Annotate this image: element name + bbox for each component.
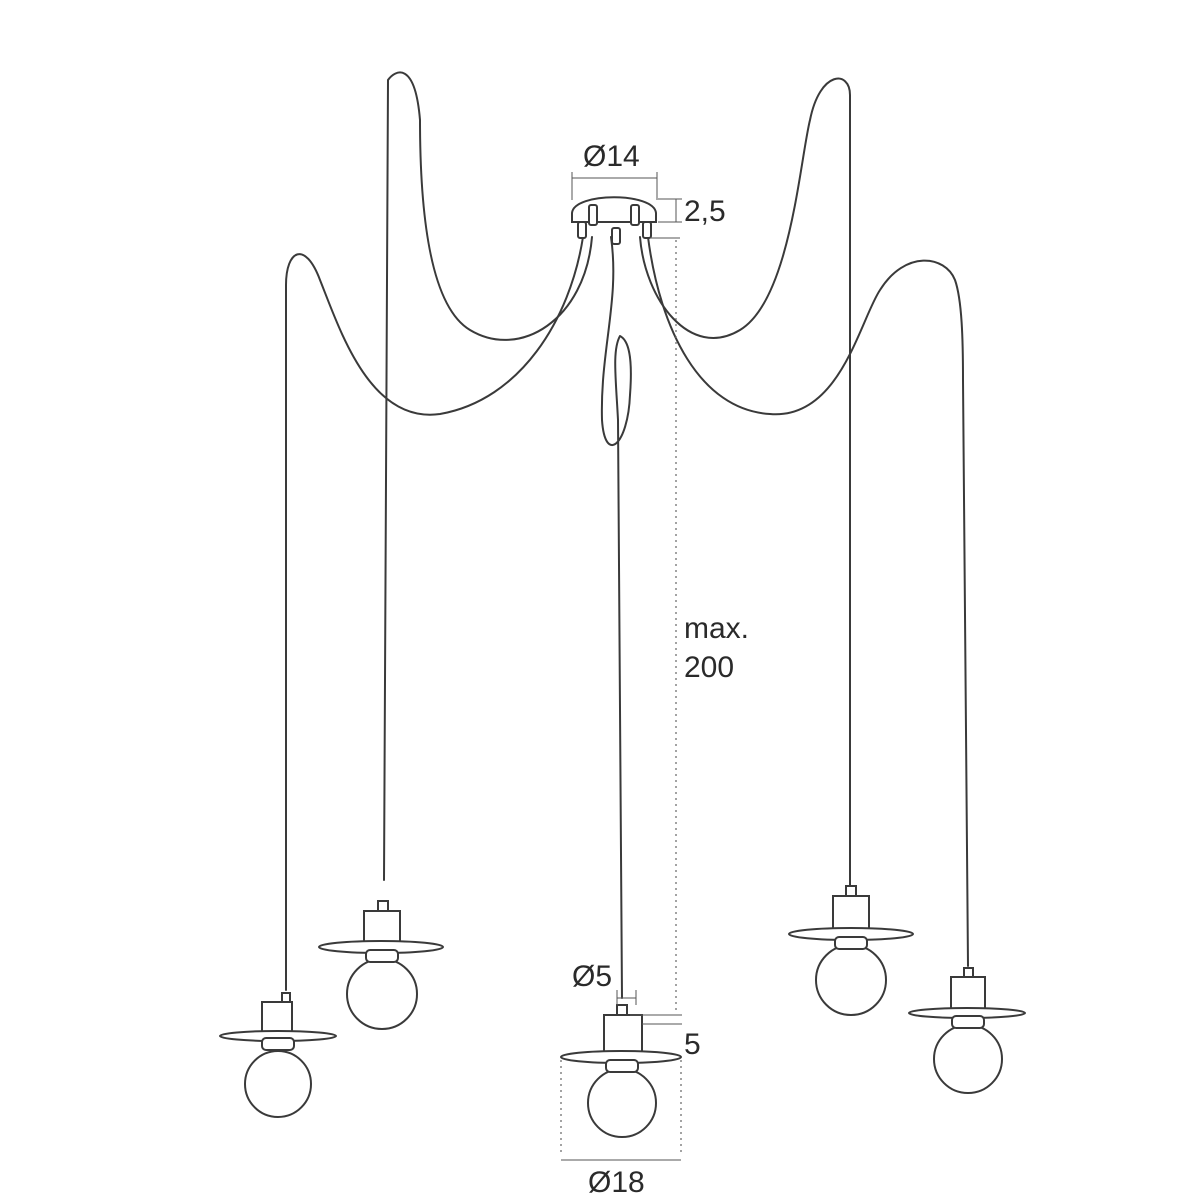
bulb-base bbox=[261, 1037, 295, 1051]
lamp-cap bbox=[963, 967, 974, 978]
lamp-cap bbox=[616, 1004, 628, 1016]
dimension-canopy-height bbox=[658, 198, 682, 223]
light-bulb bbox=[587, 1068, 657, 1138]
lamp-outer-right bbox=[908, 967, 1026, 1094]
lamp-center bbox=[560, 1004, 682, 1138]
dimension-max-length bbox=[650, 237, 680, 1012]
cable-gland bbox=[642, 221, 652, 239]
lamp-cap bbox=[845, 885, 857, 897]
holder-diameter-label: Ø5 bbox=[572, 960, 612, 993]
dimension-shade-diameter bbox=[560, 1060, 682, 1161]
bulb-base bbox=[605, 1059, 639, 1073]
cable-gland bbox=[588, 204, 598, 226]
canopy-body bbox=[571, 196, 657, 223]
holder-height-label: 5 bbox=[684, 1028, 701, 1061]
cables bbox=[285, 71, 969, 999]
bulb-base bbox=[834, 936, 868, 950]
lamp-inner-left bbox=[318, 900, 444, 1030]
cable-inner-left bbox=[383, 71, 593, 881]
bulb-base bbox=[365, 949, 399, 963]
cable-center bbox=[600, 236, 632, 999]
lamp-holder bbox=[261, 1001, 293, 1033]
lamp-outer-left bbox=[219, 992, 337, 1118]
max-length-value: 200 bbox=[684, 651, 734, 684]
lamp-cap bbox=[377, 900, 389, 912]
lamp-holder bbox=[603, 1014, 643, 1053]
cable-outer-left bbox=[285, 236, 584, 991]
cable-gland bbox=[630, 204, 640, 226]
max-length-label: max. bbox=[684, 612, 749, 645]
canopy-diameter-label: Ø14 bbox=[583, 140, 640, 173]
ceiling-canopy bbox=[571, 196, 657, 245]
lamp-holder bbox=[950, 976, 986, 1011]
lamp-inner-right bbox=[788, 885, 914, 1016]
lamp-cap bbox=[281, 992, 291, 1003]
light-bulb bbox=[933, 1024, 1003, 1094]
light-bulb bbox=[244, 1050, 312, 1118]
cable-gland bbox=[611, 227, 621, 245]
light-bulb bbox=[346, 958, 418, 1030]
lamp-holder bbox=[832, 895, 870, 931]
bulb-base bbox=[951, 1015, 985, 1029]
dimension-canopy-diameter bbox=[571, 172, 658, 200]
lamp-holder bbox=[363, 910, 401, 945]
shade-diameter-label: Ø18 bbox=[588, 1166, 645, 1199]
canopy-height-label: 2,5 bbox=[684, 195, 726, 228]
light-bulb bbox=[815, 944, 887, 1016]
cable-outer-right bbox=[647, 236, 969, 967]
cable-gland bbox=[577, 221, 587, 239]
dimension-holder bbox=[616, 990, 682, 1025]
cable-inner-right bbox=[639, 77, 851, 889]
